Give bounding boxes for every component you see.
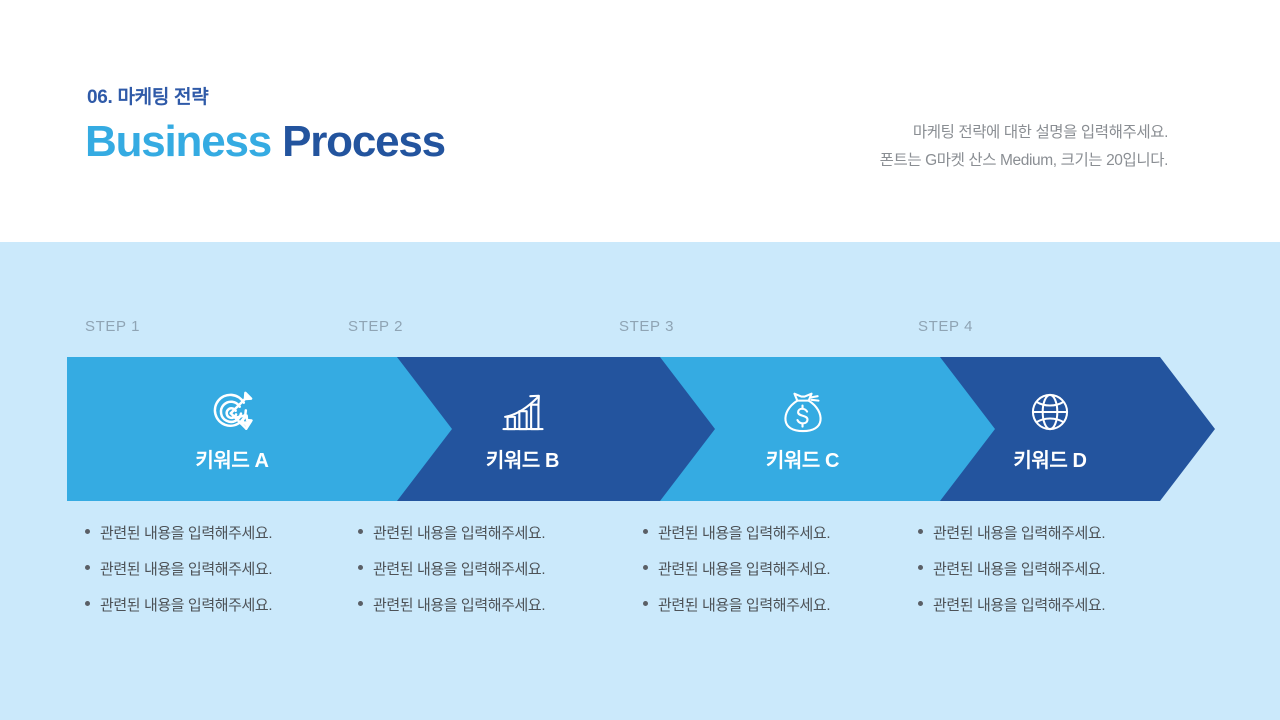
step-label-1: STEP 1: [85, 318, 141, 335]
step-details-row: 관련된 내용을 입력해주세요. 관련된 내용을 입력해주세요. 관련된 내용을 …: [0, 522, 1280, 642]
list-item-label: 관련된 내용을 입력해주세요.: [658, 525, 831, 542]
bullet-dot-icon: [918, 529, 923, 534]
list-item-label: 관련된 내용을 입력해주세요.: [373, 561, 546, 578]
list-item: 관련된 내용을 입력해주세요.: [918, 558, 1106, 594]
step-keyword-4: 키워드 D: [1013, 449, 1087, 472]
list-item: 관련된 내용을 입력해주세요.: [643, 522, 831, 558]
list-item-label: 관련된 내용을 입력해주세요.: [373, 525, 546, 542]
process-step-2[interactable]: 키워드 B: [330, 357, 715, 501]
list-item-label: 관련된 내용을 입력해주세요.: [658, 561, 831, 578]
chevron-shape-3: [610, 357, 995, 501]
list-item: 관련된 내용을 입력해주세요.: [643, 558, 831, 594]
bullet-dot-icon: [918, 565, 923, 570]
step-keyword-1: 키워드 A: [195, 449, 269, 472]
bar-chart-growth-icon: [501, 394, 544, 430]
list-item-label: 관련된 내용을 입력해주세요.: [373, 597, 546, 614]
step-label-4: STEP 4: [918, 318, 974, 335]
list-item-label: 관련된 내용을 입력해주세요.: [100, 561, 273, 578]
section-eyebrow: 06. 마케팅 전략: [87, 87, 209, 108]
list-item: 관련된 내용을 입력해주세요.: [358, 594, 546, 630]
list-item: 관련된 내용을 입력해주세요.: [918, 522, 1106, 558]
globe-icon: [1031, 393, 1069, 430]
header-description: 마케팅 전략에 대한 설명을 입력해주세요. 폰트는 G마켓 산스 Medium…: [879, 119, 1169, 175]
bullet-dot-icon: [85, 565, 90, 570]
list-item: 관련된 내용을 입력해주세요.: [358, 558, 546, 594]
list-item-label: 관련된 내용을 입력해주세요.: [933, 561, 1106, 578]
slide-header: 06. 마케팅 전략 Business Process 마케팅 전략에 대한 설…: [0, 0, 1280, 242]
bullet-dot-icon: [85, 601, 90, 606]
list-item: 관련된 내용을 입력해주세요.: [918, 594, 1106, 630]
bullet-dot-icon: [918, 601, 923, 606]
step-bullets-1: 관련된 내용을 입력해주세요. 관련된 내용을 입력해주세요. 관련된 내용을 …: [85, 522, 273, 630]
list-item-label: 관련된 내용을 입력해주세요.: [100, 525, 273, 542]
bullet-dot-icon: [85, 529, 90, 534]
page-title: Business Process: [85, 117, 446, 167]
list-item-label: 관련된 내용을 입력해주세요.: [658, 597, 831, 614]
list-item: 관련된 내용을 입력해주세요.: [85, 522, 273, 558]
process-step-1[interactable]: 키워드 A: [67, 357, 452, 501]
list-item: 관련된 내용을 입력해주세요.: [643, 594, 831, 630]
chevron-shape-1: [67, 357, 452, 501]
list-item-label: 관련된 내용을 입력해주세요.: [100, 597, 273, 614]
bullet-dot-icon: [358, 529, 363, 534]
step-keyword-2: 키워드 B: [485, 449, 560, 472]
list-item-label: 관련된 내용을 입력해주세요.: [933, 597, 1106, 614]
step-bullets-4: 관련된 내용을 입력해주세요. 관련된 내용을 입력해주세요. 관련된 내용을 …: [918, 522, 1106, 630]
step-label-row: STEP 1 STEP 2 STEP 3 STEP 4: [0, 318, 1280, 344]
target-arrow-icon: [213, 391, 253, 430]
bullet-dot-icon: [643, 601, 648, 606]
step-label-2: STEP 2: [348, 318, 404, 335]
page-title-part1: Business: [85, 117, 272, 166]
header-description-line1: 마케팅 전략에 대한 설명을 입력해주세요.: [912, 124, 1169, 141]
money-bag-icon: [783, 392, 822, 432]
bullet-dot-icon: [358, 601, 363, 606]
process-step-3[interactable]: 키워드 C: [610, 357, 995, 501]
header-description-line2: 폰트는 G마켓 산스 Medium, 크기는 20입니다.: [879, 152, 1169, 169]
page-title-part2: Process: [282, 117, 446, 166]
list-item-label: 관련된 내용을 입력해주세요.: [933, 525, 1106, 542]
bullet-dot-icon: [643, 529, 648, 534]
list-item: 관련된 내용을 입력해주세요.: [85, 558, 273, 594]
step-keyword-3: 키워드 C: [765, 449, 840, 472]
list-item: 관련된 내용을 입력해주세요.: [358, 522, 546, 558]
list-item: 관련된 내용을 입력해주세요.: [85, 594, 273, 630]
process-chevron-row: 키워드 A 키워드 B: [0, 357, 1280, 501]
step-bullets-3: 관련된 내용을 입력해주세요. 관련된 내용을 입력해주세요. 관련된 내용을 …: [643, 522, 831, 630]
step-label-3: STEP 3: [619, 318, 675, 335]
step-bullets-2: 관련된 내용을 입력해주세요. 관련된 내용을 입력해주세요. 관련된 내용을 …: [358, 522, 546, 630]
bullet-dot-icon: [358, 565, 363, 570]
bullet-dot-icon: [643, 565, 648, 570]
